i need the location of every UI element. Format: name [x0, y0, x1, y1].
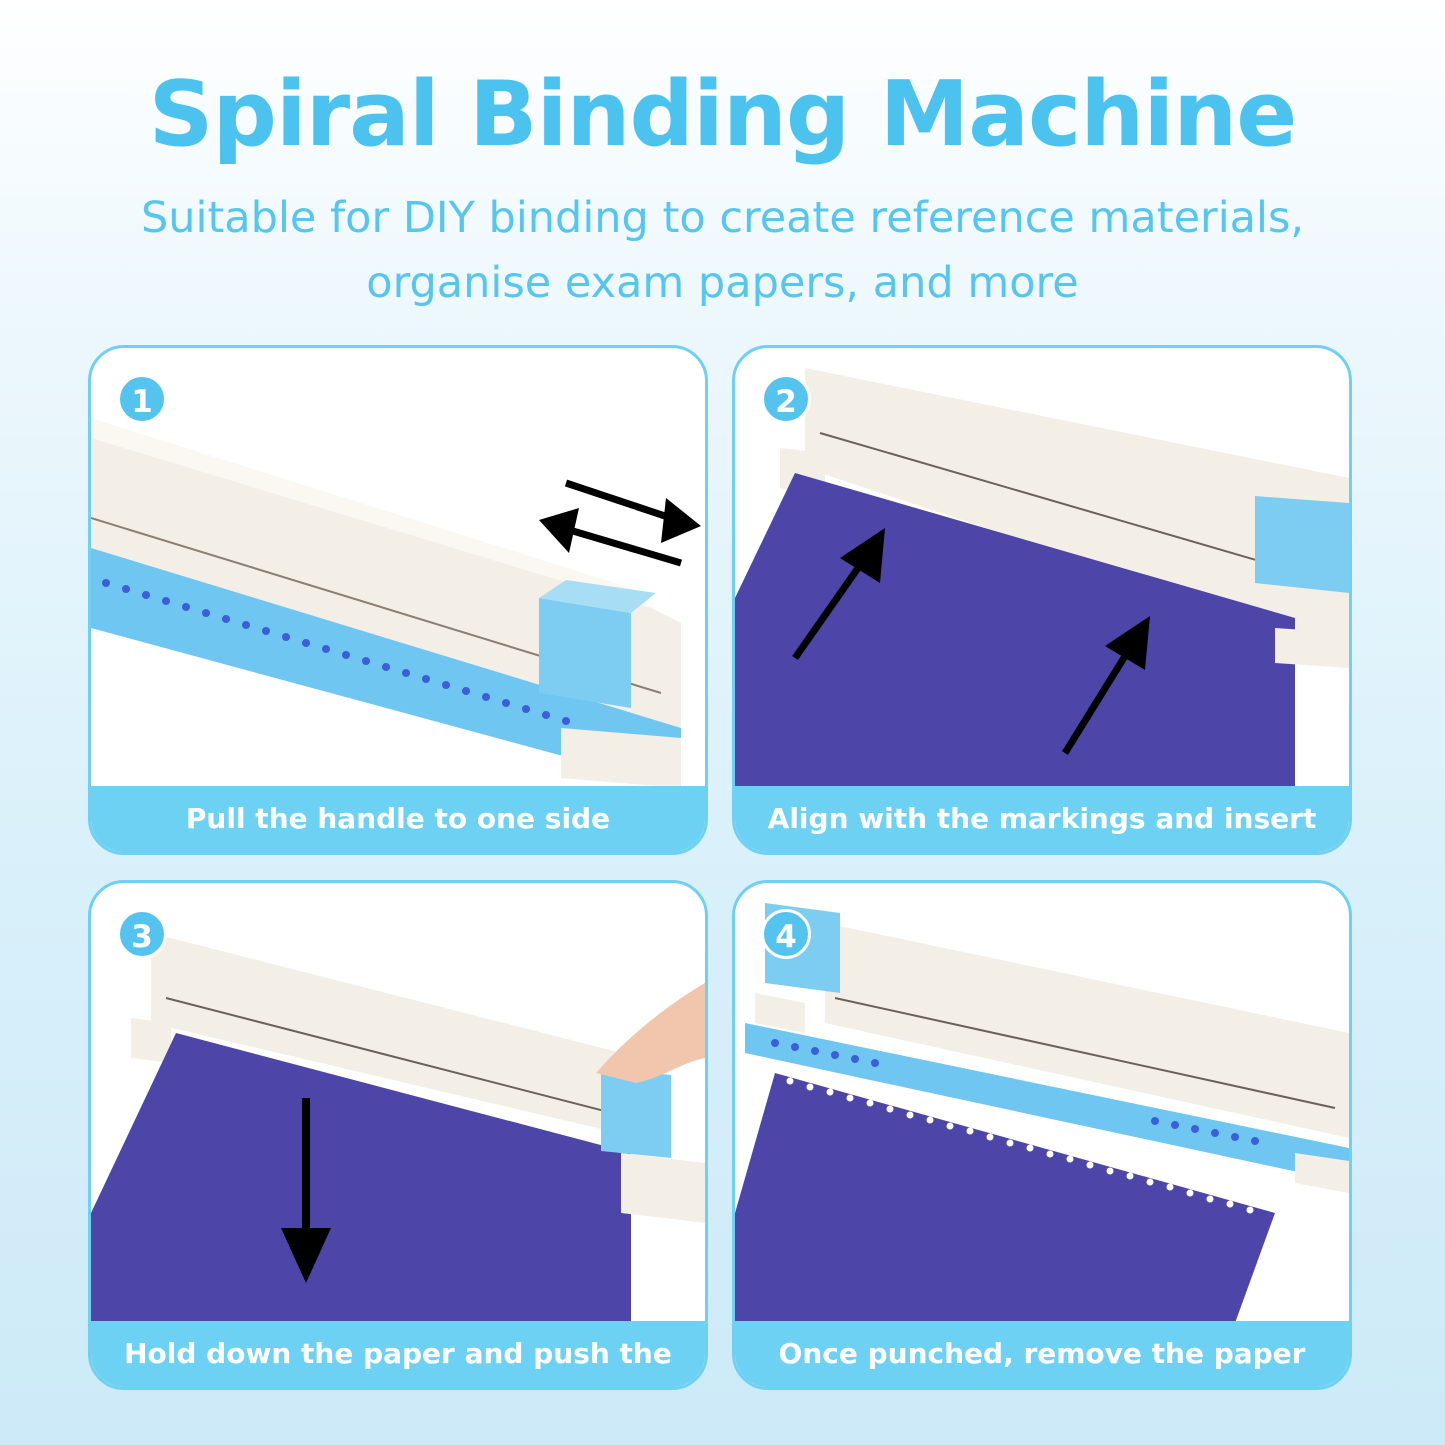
- step-3-caption: Hold down the paper and push the handle: [91, 1321, 705, 1387]
- step-card-3: 3 Hold down the paper and push the handl…: [88, 880, 708, 1390]
- step-card-2: 2 Align with the markings and insert ful…: [732, 345, 1352, 855]
- step-card-4: 4 Once punched, remove the paper: [732, 880, 1352, 1390]
- step-3-badge: 3: [117, 909, 167, 959]
- step-1-caption: Pull the handle to one side: [91, 786, 705, 852]
- step-2-badge: 2: [761, 374, 811, 424]
- step-4-badge: 4: [761, 909, 811, 959]
- step-4-caption: Once punched, remove the paper: [735, 1321, 1349, 1387]
- step-card-1: 1 Pull the handle to one side: [88, 345, 708, 855]
- step-4-illustration: [735, 903, 1349, 1323]
- step-1-badge: 1: [117, 374, 167, 424]
- subtitle-line-2: organise exam papers, and more: [366, 258, 1079, 308]
- page-title: Spiral Binding Machine: [148, 62, 1298, 167]
- step-3-illustration: [91, 933, 705, 1323]
- subtitle-line-1: Suitable for DIY binding to create refer…: [140, 193, 1305, 243]
- step-2-illustration: [735, 368, 1349, 788]
- step-2-caption: Align with the markings and insert fully: [735, 786, 1349, 852]
- step-1-illustration: [91, 418, 701, 788]
